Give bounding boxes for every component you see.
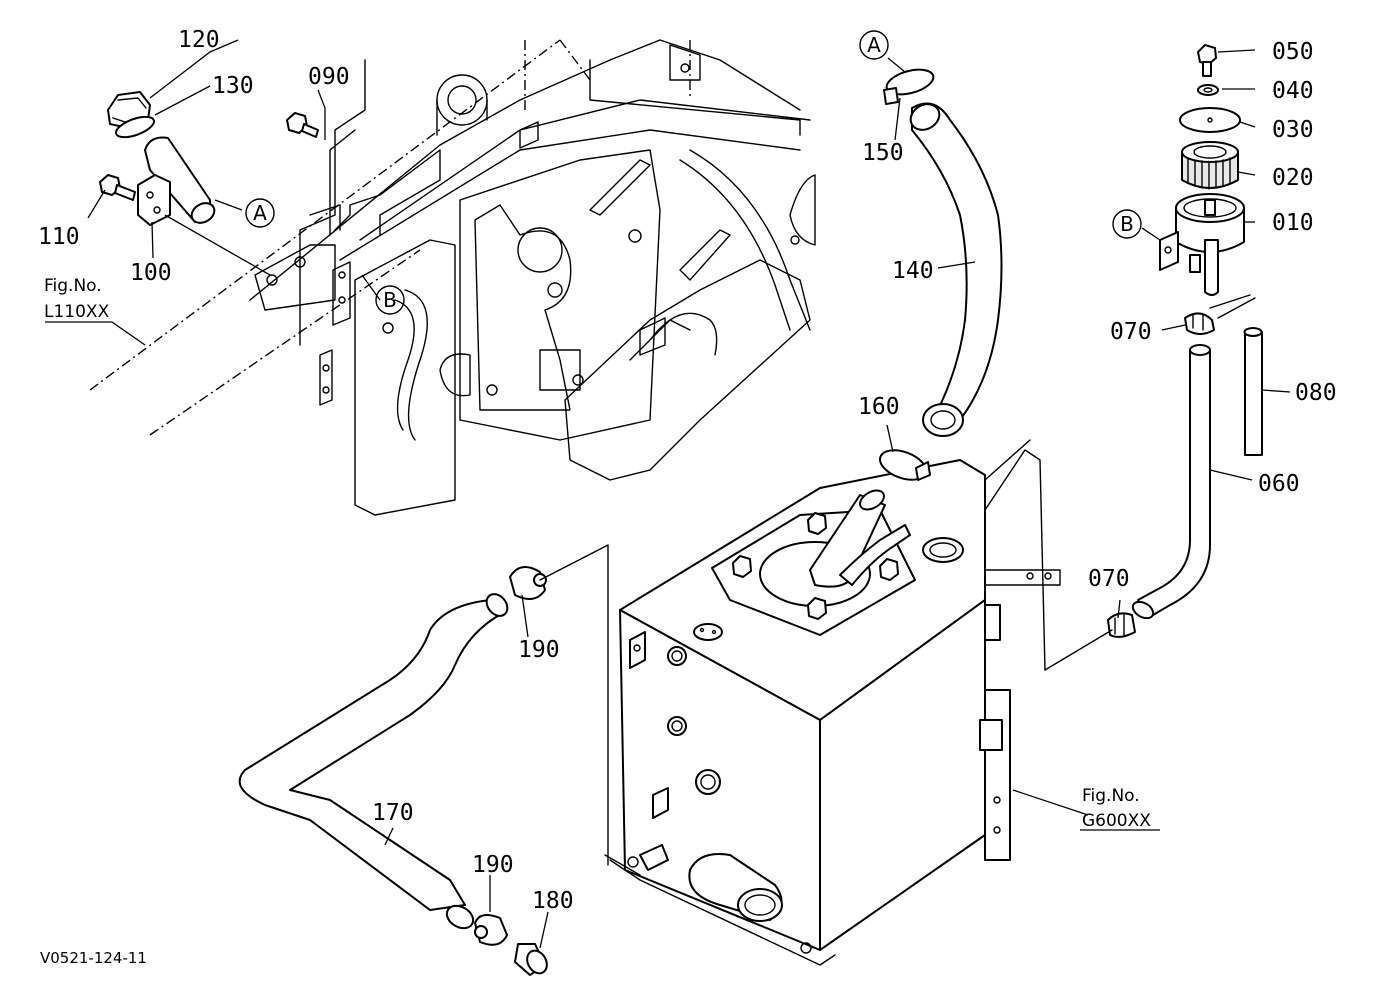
label-110: 110 bbox=[38, 224, 80, 250]
label-090: 090 bbox=[308, 64, 350, 90]
label-070-upper: 070 bbox=[1110, 319, 1152, 345]
marker-b-left: B bbox=[375, 285, 405, 315]
element-020 bbox=[1181, 141, 1239, 190]
hose-140 bbox=[909, 102, 1003, 437]
breather-assembly bbox=[99, 91, 319, 276]
figure-ref-left: Fig.No. L110XX bbox=[44, 276, 110, 322]
bolt-090 bbox=[286, 112, 319, 138]
bracket-100 bbox=[137, 136, 216, 226]
clamp-190-upper bbox=[509, 566, 547, 600]
label-170: 170 bbox=[372, 800, 414, 826]
label-160: 160 bbox=[858, 394, 900, 420]
washer-040 bbox=[1197, 84, 1219, 96]
label-010: 010 bbox=[1272, 210, 1314, 236]
label-020: 020 bbox=[1272, 165, 1314, 191]
label-050: 050 bbox=[1272, 39, 1314, 65]
leader-lines bbox=[45, 39, 1291, 949]
label-060: 060 bbox=[1258, 471, 1300, 497]
figure-ref-left-line1: Fig.No. bbox=[44, 276, 102, 296]
label-120: 120 bbox=[178, 27, 220, 53]
hose-060 bbox=[1131, 344, 1211, 620]
label-080: 080 bbox=[1295, 380, 1337, 406]
figure-ref-right-line2: G600XX bbox=[1082, 811, 1151, 831]
label-190-lower: 190 bbox=[472, 852, 514, 878]
marker-a-left: A bbox=[245, 198, 275, 228]
label-140: 140 bbox=[892, 258, 934, 284]
plate-030 bbox=[1179, 107, 1241, 133]
label-040: 040 bbox=[1272, 78, 1314, 104]
marker-a-top: A bbox=[859, 30, 889, 60]
part-number-labels: 050 040 030 020 010 070 080 060 070 140 … bbox=[38, 27, 1337, 914]
label-180: 180 bbox=[532, 888, 574, 914]
clip-070-upper bbox=[1184, 312, 1215, 335]
marker-b-right: B bbox=[1112, 209, 1142, 239]
plug-180 bbox=[514, 943, 548, 976]
bolt-110 bbox=[99, 174, 136, 201]
marker-a-left-text: A bbox=[253, 201, 267, 225]
tractor-frame bbox=[89, 39, 816, 516]
clip-070-lower bbox=[1107, 612, 1136, 638]
label-130: 130 bbox=[212, 73, 254, 99]
label-100: 100 bbox=[130, 260, 172, 286]
figure-ref-right-line1: Fig.No. bbox=[1082, 786, 1140, 806]
bolt-050 bbox=[1197, 44, 1217, 77]
filter-assembly bbox=[1107, 44, 1263, 638]
oring-130 bbox=[115, 115, 155, 139]
housing-010 bbox=[1159, 193, 1245, 296]
label-030: 030 bbox=[1272, 117, 1314, 143]
pipe-080 bbox=[1243, 327, 1263, 456]
figure-ref-right: Fig.No. G600XX bbox=[1082, 786, 1151, 831]
marker-b-left-text: B bbox=[383, 288, 397, 312]
marker-b-right-text: B bbox=[1120, 212, 1134, 236]
clamp-150 bbox=[883, 68, 935, 105]
label-190-upper: 190 bbox=[518, 637, 560, 663]
cover-bolts bbox=[732, 512, 899, 620]
figure-ref-left-line2: L110XX bbox=[44, 302, 110, 322]
label-150: 150 bbox=[862, 140, 904, 166]
clamp-160 bbox=[879, 449, 931, 481]
clamp-190-lower bbox=[474, 913, 508, 946]
drawing-code: V0521-124-11 bbox=[40, 949, 147, 967]
label-070-lower: 070 bbox=[1088, 566, 1130, 592]
hose-170 bbox=[238, 593, 509, 930]
hydraulic-tank bbox=[604, 439, 1113, 966]
marker-a-top-text: A bbox=[867, 33, 881, 57]
